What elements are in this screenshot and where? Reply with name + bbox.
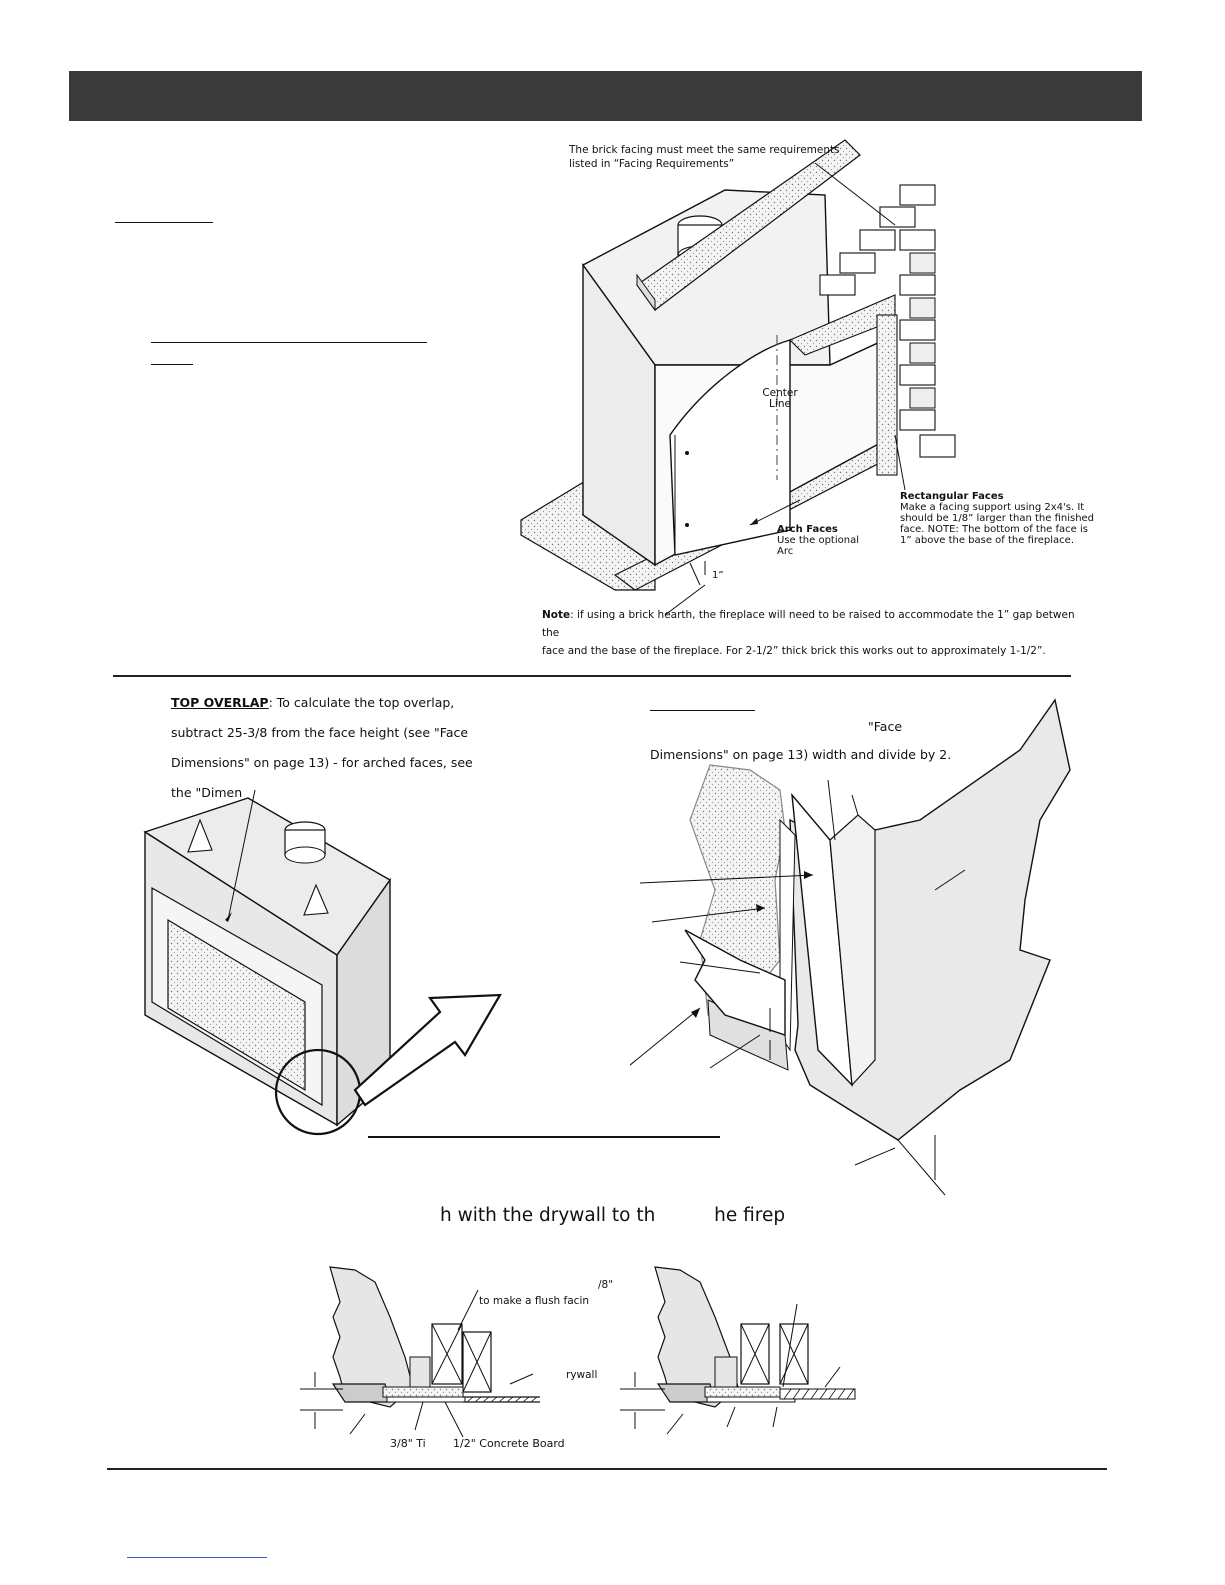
detail-label-e: 1/2" Concrete Board xyxy=(453,1437,565,1450)
brick-callout: The brick facing must meet the same requ… xyxy=(569,144,840,170)
figure-divider xyxy=(368,1136,720,1138)
underline-fragment xyxy=(115,222,213,223)
section-divider xyxy=(113,675,1071,677)
detail-label-a: /8" xyxy=(598,1279,614,1291)
flush-detail-figures xyxy=(300,1266,856,1438)
side-overlap-line1: "Face xyxy=(868,719,903,734)
footer-rule xyxy=(107,1468,1107,1470)
detail-label-d: 3/8" Ti xyxy=(390,1437,426,1450)
underline-fragment xyxy=(151,342,427,343)
header-bar xyxy=(69,71,1142,121)
rectangular-faces-callout: Rectangular Faces Make a facing support … xyxy=(900,491,1095,546)
center-line-label: Center Line xyxy=(762,387,798,410)
underline-fragment xyxy=(650,710,755,711)
gap-label: 1” xyxy=(712,570,724,581)
underline-fragment xyxy=(151,364,193,365)
brick-facing-figure xyxy=(520,139,956,615)
brick-hearth-note: Note: if using a brick hearth, the firep… xyxy=(542,609,1075,657)
overlap-figure-right xyxy=(630,698,1071,1196)
top-overlap-text: TOP OVERLAP: To calculate the top overla… xyxy=(171,695,473,800)
footer-link-underline xyxy=(127,1557,267,1558)
side-overlap-line2: Dimensions" on page 13) width and divide… xyxy=(650,747,952,762)
flush-heading: h with the drywall to th he firep xyxy=(440,1205,786,1226)
arch-faces-callout: Arch Faces Use the optional Arc xyxy=(777,524,859,557)
detail-label-b: to make a flush facin xyxy=(479,1295,590,1307)
detail-label-c: rywall xyxy=(566,1369,598,1381)
overlap-figure-left xyxy=(143,789,502,1136)
